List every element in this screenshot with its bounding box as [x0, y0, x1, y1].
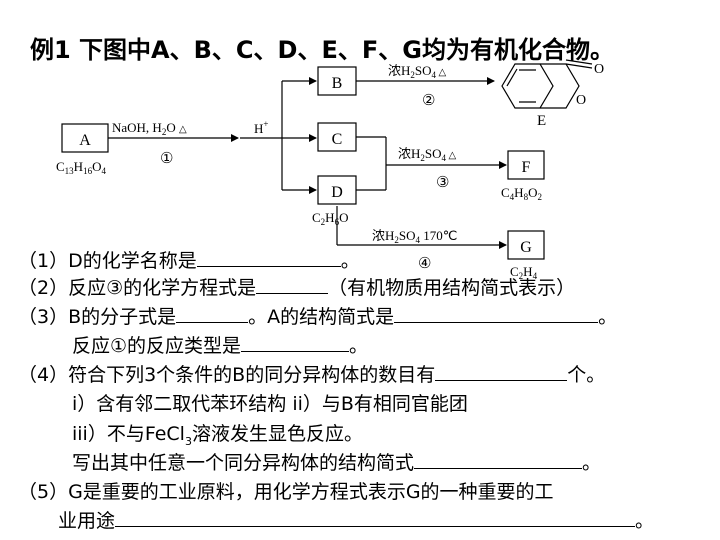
answer-blank-3c[interactable] [241, 333, 350, 352]
compound-label-a: A [79, 132, 91, 149]
answer-blank-5[interactable] [115, 508, 636, 527]
reagent-4: 浓H2SO4 170℃ [372, 228, 457, 245]
answer-blank-1[interactable] [196, 248, 341, 267]
question-4-condition-iii: iii）不与FeCl3溶液发生显色反应。 [72, 423, 363, 448]
compound-box-d: D [317, 175, 357, 205]
ring-oxygen: O [576, 93, 586, 108]
compound-box-c: C [317, 122, 357, 152]
question-4-write: 写出其中任意一个同分异构体的结构简式。 [72, 450, 602, 474]
isochromanone-structure [501, 59, 593, 109]
question-3a: （3）B的分子式是。A的结构简式是。 [18, 304, 618, 328]
formula-g: C2H4 [510, 264, 538, 281]
formula-a: C13H16O4 [56, 159, 106, 176]
problem-title: 例1 下图中A、B、C、D、E、F、G均为有机化合物。 [30, 36, 614, 64]
answer-blank-4[interactable] [435, 362, 568, 381]
reagent-1: NaOH, H2O △ [112, 120, 187, 137]
carbonyl-oxygen: O [594, 62, 604, 77]
reaction-number-4: ④ [418, 256, 431, 272]
compound-box-g: G [507, 230, 545, 260]
question-2: （2）反应③的化学方程式是（有机物质用结构简式表示） [18, 275, 576, 299]
reaction-scheme: A B C D F G C13H16O4 C2H6O C4H8 [56, 59, 604, 281]
reagent-2: 浓H2SO4 △ [388, 63, 447, 80]
answer-blank-2[interactable] [256, 275, 329, 294]
question-4-conditions: i）含有邻二取代苯环结构 ii）与B有相同官能团 [72, 393, 468, 415]
answer-blank-4b[interactable] [414, 450, 583, 469]
answer-blank-3b[interactable] [394, 304, 599, 323]
reagent-3: 浓H2SO4 △ [398, 146, 457, 163]
compound-label-d: D [331, 184, 343, 201]
answer-blank-3a[interactable] [176, 304, 249, 323]
compound-label-e: E [537, 113, 546, 129]
compound-label-c: C [332, 131, 343, 148]
reaction-number-1: ① [160, 151, 173, 167]
question-5-cont: 业用途。 [58, 508, 655, 532]
acid-label: H+ [254, 119, 268, 136]
compound-label-f: F [522, 159, 531, 176]
compound-label-b: B [332, 75, 343, 92]
compound-box-a: A [61, 123, 109, 153]
reaction-number-2: ② [422, 93, 435, 109]
formula-d: C2H6O [312, 210, 348, 227]
formula-f: C4H8O2 [501, 185, 542, 202]
compound-box-f: F [507, 150, 545, 180]
compound-box-b: B [317, 66, 357, 96]
question-5: （5）G是重要的工业原料，用化学方程式表示G的一种重要的工 [18, 481, 554, 503]
question-1: （1）D的化学名称是。 [18, 248, 360, 272]
question-3b: 反应①的反应类型是。 [72, 333, 369, 357]
question-4: （4）符合下列3个条件的B的同分异构体的数目有个。 [18, 362, 606, 386]
compound-label-g: G [520, 239, 532, 256]
reaction-number-3: ③ [436, 175, 449, 191]
